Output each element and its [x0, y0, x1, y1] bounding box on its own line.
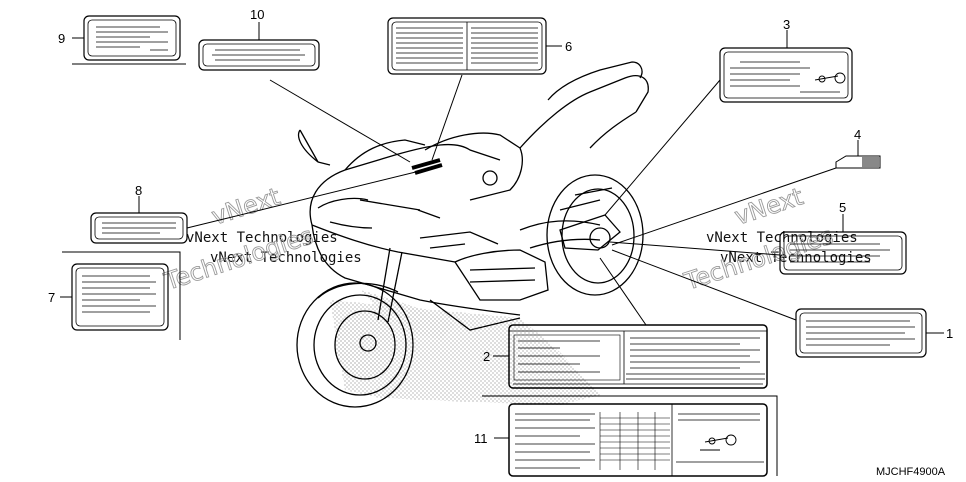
callout-11: 11: [474, 431, 488, 446]
callout-6: 6: [565, 39, 572, 54]
callout-7: 7: [48, 290, 55, 305]
label-plate-7: [60, 251, 181, 340]
label-plate-11: [482, 395, 778, 477]
label-plate-3: [719, 30, 853, 103]
motorcycle-illustration: [296, 61, 649, 408]
callout-1: 1: [946, 326, 953, 341]
label-plate-10: [198, 22, 320, 71]
label-plate-4: [835, 140, 881, 169]
label-plate-1: [795, 308, 944, 358]
watermark-left-line1: vNext Technologies: [186, 230, 338, 246]
watermark: vNext Technologies vNext Technologies Te…: [160, 182, 872, 297]
watermark-left-line3: vNext: [208, 182, 283, 230]
pointer-icon: [700, 434, 737, 451]
rear-wheel: [546, 174, 644, 296]
callout-5: 5: [839, 200, 846, 215]
callout-2: 2: [483, 349, 490, 364]
callout-numbers: 1 2 3 4 5 6 7 8 9 10 11: [48, 7, 953, 446]
callout-3: 3: [783, 17, 790, 32]
watermark-right-line3: vNext: [731, 182, 806, 230]
watermark-right-line1: vNext Technologies: [706, 230, 858, 246]
pointer-icon: [814, 72, 846, 84]
label-plate-9: [72, 15, 186, 65]
watermark-left-line1b: vNext Technologies: [210, 250, 362, 266]
callout-8: 8: [135, 183, 142, 198]
label-plate-2: [493, 324, 768, 389]
label-plate-8: [90, 196, 188, 244]
callout-9: 9: [58, 31, 65, 46]
label-plate-5: [779, 214, 907, 275]
leader-lines: [186, 74, 837, 326]
front-wheel: [296, 282, 414, 408]
diagram-code: MJCHF4900A: [876, 466, 946, 478]
label-plate-6: [387, 17, 562, 75]
callout-4: 4: [854, 127, 861, 142]
callout-10: 10: [250, 7, 264, 22]
